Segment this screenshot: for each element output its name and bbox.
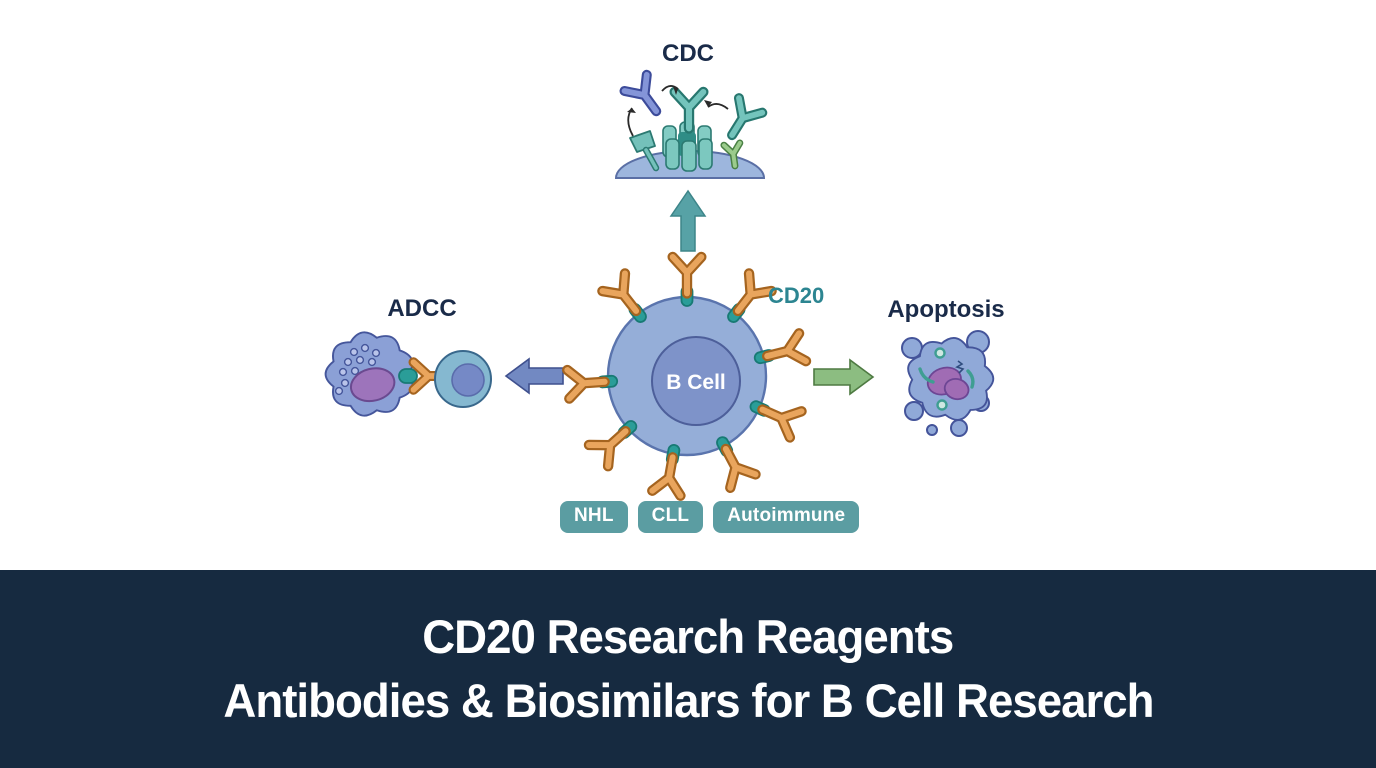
antibody-icon [589, 421, 635, 467]
b-cell-nucleus [651, 336, 741, 426]
apoptosis-illustration [895, 325, 1004, 437]
badge-autoimmune: Autoimmune [713, 501, 860, 533]
condensed-chromatin [955, 360, 965, 374]
antibody-icon [764, 333, 806, 370]
cdc-label: CDC [662, 40, 714, 67]
arrow-left-icon [504, 357, 564, 395]
curved-arrowheads [627, 86, 712, 113]
banner-title-line1: CD20 Research Reagents [422, 610, 954, 663]
b-cell-illustration: B Cell [567, 257, 824, 496]
adcc-illustration [324, 331, 492, 417]
cdc-illustration [614, 75, 764, 179]
banner-title-line2: Antibodies & Biosimilars for B Cell Rese… [222, 674, 1154, 727]
indication-badges: NHL CLL Autoimmune [560, 501, 860, 533]
antibody-icon [673, 257, 702, 293]
target-cell-icon [434, 350, 492, 408]
badge-cll: CLL [637, 501, 704, 533]
apoptosis-label: Apoptosis [887, 296, 1004, 323]
antibody-icon [602, 273, 647, 319]
antibody-icon [675, 92, 704, 128]
nk-cell-nucleus [349, 367, 396, 403]
cd20-label: CD20 [768, 283, 824, 308]
cd20-receptor-icon [398, 368, 418, 384]
arrow-right-icon [813, 358, 875, 396]
adcc-label: ADCC [387, 295, 456, 322]
apoptotic-cell-icon [895, 325, 1004, 432]
antibody-icon [567, 368, 605, 399]
b-cell-label: B Cell [666, 371, 726, 394]
nk-cell-icon [324, 331, 414, 417]
banner: CD20 Research Reagents Antibodies & Bios… [0, 570, 1376, 768]
apoptotic-bodies [901, 330, 990, 437]
arrow-up-icon [669, 189, 707, 252]
antibody-icon [720, 98, 762, 142]
complement-fragment-icon [629, 130, 660, 172]
antibody-icon [625, 75, 668, 119]
antibody-icon [727, 273, 772, 319]
antibody-icon [652, 455, 686, 496]
diagram-canvas: CDC [324, 40, 1005, 568]
antibody-icon [757, 397, 802, 438]
badge-nhl: NHL [560, 501, 628, 533]
